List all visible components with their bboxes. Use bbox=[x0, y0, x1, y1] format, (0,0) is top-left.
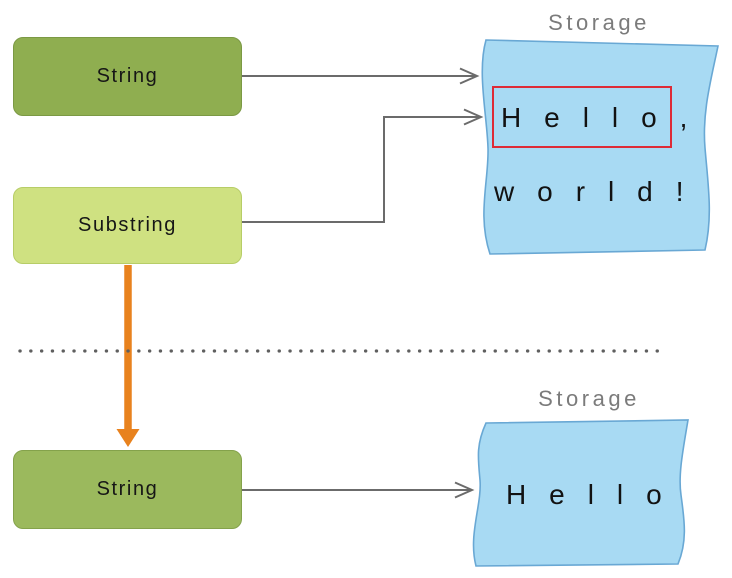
arrowhead-icon bbox=[459, 67, 480, 85]
storage-label-bottom: Storage bbox=[538, 386, 640, 411]
arrow-substring-to-string bbox=[116, 265, 140, 447]
storage-top-text-line2: world! bbox=[494, 176, 707, 207]
storage-label-top: Storage bbox=[548, 10, 650, 35]
arrow-substring-to-storage bbox=[242, 108, 484, 223]
arrow-string-top-to-storage bbox=[242, 67, 480, 85]
storage-bottom-text-line1: Hello bbox=[506, 479, 685, 510]
substring-highlight-rect bbox=[492, 86, 672, 148]
string-box-top: String bbox=[13, 37, 242, 116]
arrowhead-icon bbox=[116, 429, 140, 447]
arrow-string-bottom-to-storage bbox=[242, 481, 475, 499]
storage-top-text-line1: Hello, bbox=[501, 102, 711, 133]
string-box-bottom: String bbox=[13, 450, 242, 529]
storage-shape-bottom bbox=[472, 419, 689, 567]
arrowhead-icon bbox=[463, 108, 484, 126]
arrowhead-icon bbox=[454, 481, 475, 499]
string-box-top-label: String bbox=[96, 65, 159, 87]
string-box-bottom-label: String bbox=[96, 478, 159, 500]
substring-box-label: Substring bbox=[78, 214, 177, 236]
substring-box: Substring bbox=[13, 187, 242, 264]
